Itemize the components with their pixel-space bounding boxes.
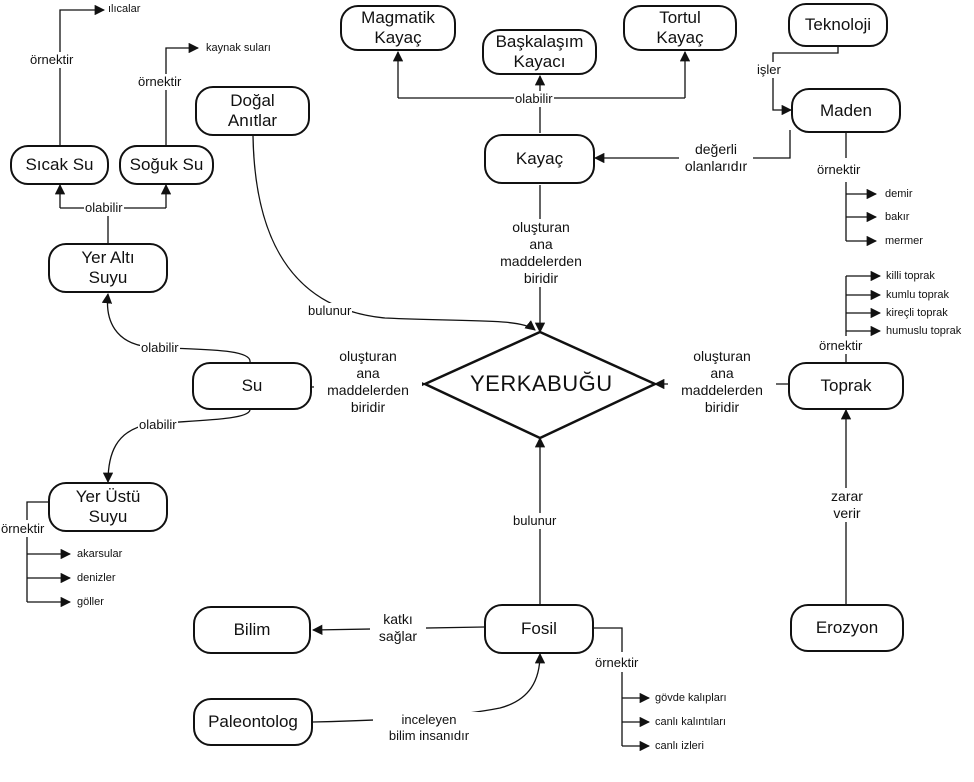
label-toprak-ornektir: örnektir [818, 338, 864, 354]
example-demir: demir [885, 188, 913, 200]
node-teknoloji: Teknoloji [788, 3, 888, 47]
node-erozyon: Erozyon [790, 604, 904, 652]
label-fosil-ornektir: örnektir [594, 655, 640, 671]
label-kayac-olusturan: oluşturan ana maddelerden biridir [488, 219, 594, 287]
label-soguk-ornektir: örnektir [137, 74, 183, 90]
label-sicak-ornektir: örnektir [29, 52, 75, 68]
node-dogal-anitlar: Doğal Anıtlar [195, 86, 310, 136]
node-magmatik-kayac: Magmatik Kayaç [340, 5, 456, 51]
node-sicak-su: Sıcak Su [10, 145, 109, 185]
center-label: YERKABUĞU [470, 371, 613, 396]
label-toprak-olusturan: oluşturan ana maddelerden biridir [668, 348, 776, 416]
node-fosil: Fosil [484, 604, 594, 654]
label-yerustu-ornektir: örnektir [0, 521, 46, 537]
node-kayac: Kayaç [484, 134, 595, 184]
label-fosil-bulunur: bulunur [512, 513, 558, 529]
example-killi-toprak: killi toprak [886, 270, 935, 282]
label-katki-saglar: katkı sağlar [370, 611, 426, 645]
node-yer-alti-suyu: Yer Altı Suyu [48, 243, 168, 293]
node-soguk-su: Soğuk Su [119, 145, 214, 185]
node-baskalasim-kayaci: Başkalaşım Kayacı [482, 29, 597, 75]
label-zarar-verir: zarar verir [822, 488, 872, 522]
example-canli-izleri: canlı izleri [655, 740, 704, 752]
example-canli-kalintilari: canlı kalıntıları [655, 716, 726, 728]
example-akarsular: akarsular [77, 548, 123, 560]
label-isler: işler [756, 62, 782, 78]
label-degerli-olanlaridir: değerli olanlarıdır [679, 141, 753, 175]
example-denizler: denizler [77, 572, 116, 584]
example-mermer: mermer [885, 235, 923, 247]
node-su: Su [192, 362, 312, 410]
example-bakir: bakır [885, 211, 910, 223]
node-maden: Maden [791, 88, 901, 133]
example-kaynak-sulari: kaynak suları [206, 42, 271, 54]
label-kayac-olabilir: olabilir [514, 91, 554, 107]
label-su-olusturan: oluşturan ana maddelerden biridir [314, 348, 422, 416]
label-dogal-bulunur: bulunur [307, 303, 353, 319]
example-goller: göller [77, 596, 104, 608]
node-tortul-kayac: Tortul Kayaç [623, 5, 737, 51]
label-yeralti-olabilir: olabilir [84, 200, 124, 216]
node-paleontolog: Paleontolog [193, 698, 313, 746]
label-inceleyen: inceleyen bilim insanıdır [373, 712, 485, 744]
example-govde-kaliplari: gövde kalıpları [655, 692, 727, 704]
example-ilicalar: ılıcalar [108, 3, 141, 15]
node-toprak: Toprak [788, 362, 904, 410]
label-su-olabilir-alt: olabilir [138, 417, 178, 433]
example-humuslu-toprak: humuslu toprak [886, 325, 962, 337]
node-bilim: Bilim [193, 606, 311, 654]
example-kumlu-toprak: kumlu toprak [886, 289, 949, 301]
node-yer-ustu-suyu: Yer Üstü Suyu [48, 482, 168, 532]
label-maden-ornektir: örnektir [816, 162, 862, 178]
label-su-olabilir-ust: olabilir [140, 340, 180, 356]
example-kirecli-toprak: kireçli toprak [886, 307, 948, 319]
